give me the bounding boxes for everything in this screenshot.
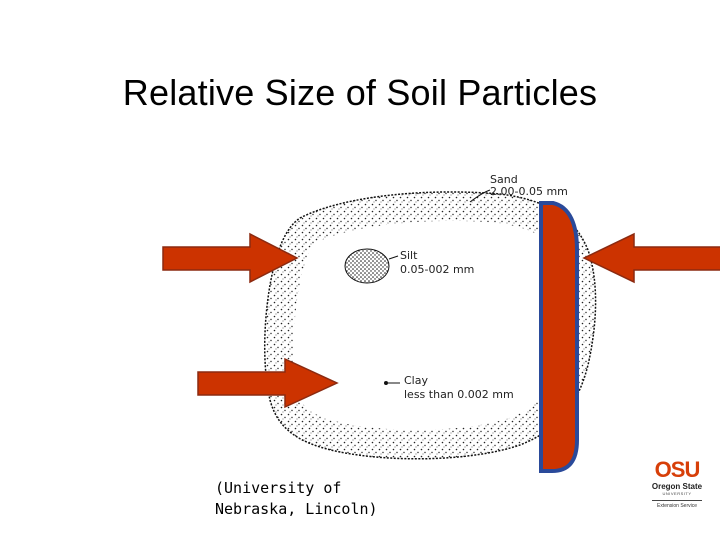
caption-line-1: (University of — [215, 479, 342, 497]
sand-label: Sand — [490, 173, 518, 186]
clay-label: Clay — [404, 374, 428, 387]
osu-logo: OSU Oregon State UNIVERSITY Extension Se… — [648, 458, 706, 530]
silt-particle — [344, 248, 390, 284]
silt-leader-line — [388, 255, 399, 260]
clay-range: less than 0.002 mm — [404, 388, 514, 401]
osu-logo-name-line2: UNIVERSITY — [662, 491, 692, 496]
arrow-to-silt — [162, 232, 299, 284]
arrow-to-clay — [197, 357, 339, 409]
osu-logo-name-line1: Oregon State — [651, 482, 703, 491]
osu-logo-extension: Extension Service — [656, 503, 698, 509]
sand-range: 2.00-0.05 mm — [490, 185, 568, 198]
osu-logo-divider — [652, 500, 702, 501]
silt-range: 0.05-002 mm — [400, 263, 475, 276]
clay-particle — [384, 381, 400, 385]
sand-size-bar — [539, 201, 579, 473]
arrow-to-sand — [582, 232, 720, 284]
source-caption: (University of Nebraska, Lincoln) — [215, 478, 378, 520]
osu-logo-mark: OSU — [654, 457, 701, 482]
caption-line-2: Nebraska, Lincoln) — [215, 500, 378, 518]
sand-leader-line — [469, 189, 491, 203]
silt-label: Silt — [400, 249, 418, 262]
slide-title: Relative Size of Soil Particles — [122, 72, 598, 113]
